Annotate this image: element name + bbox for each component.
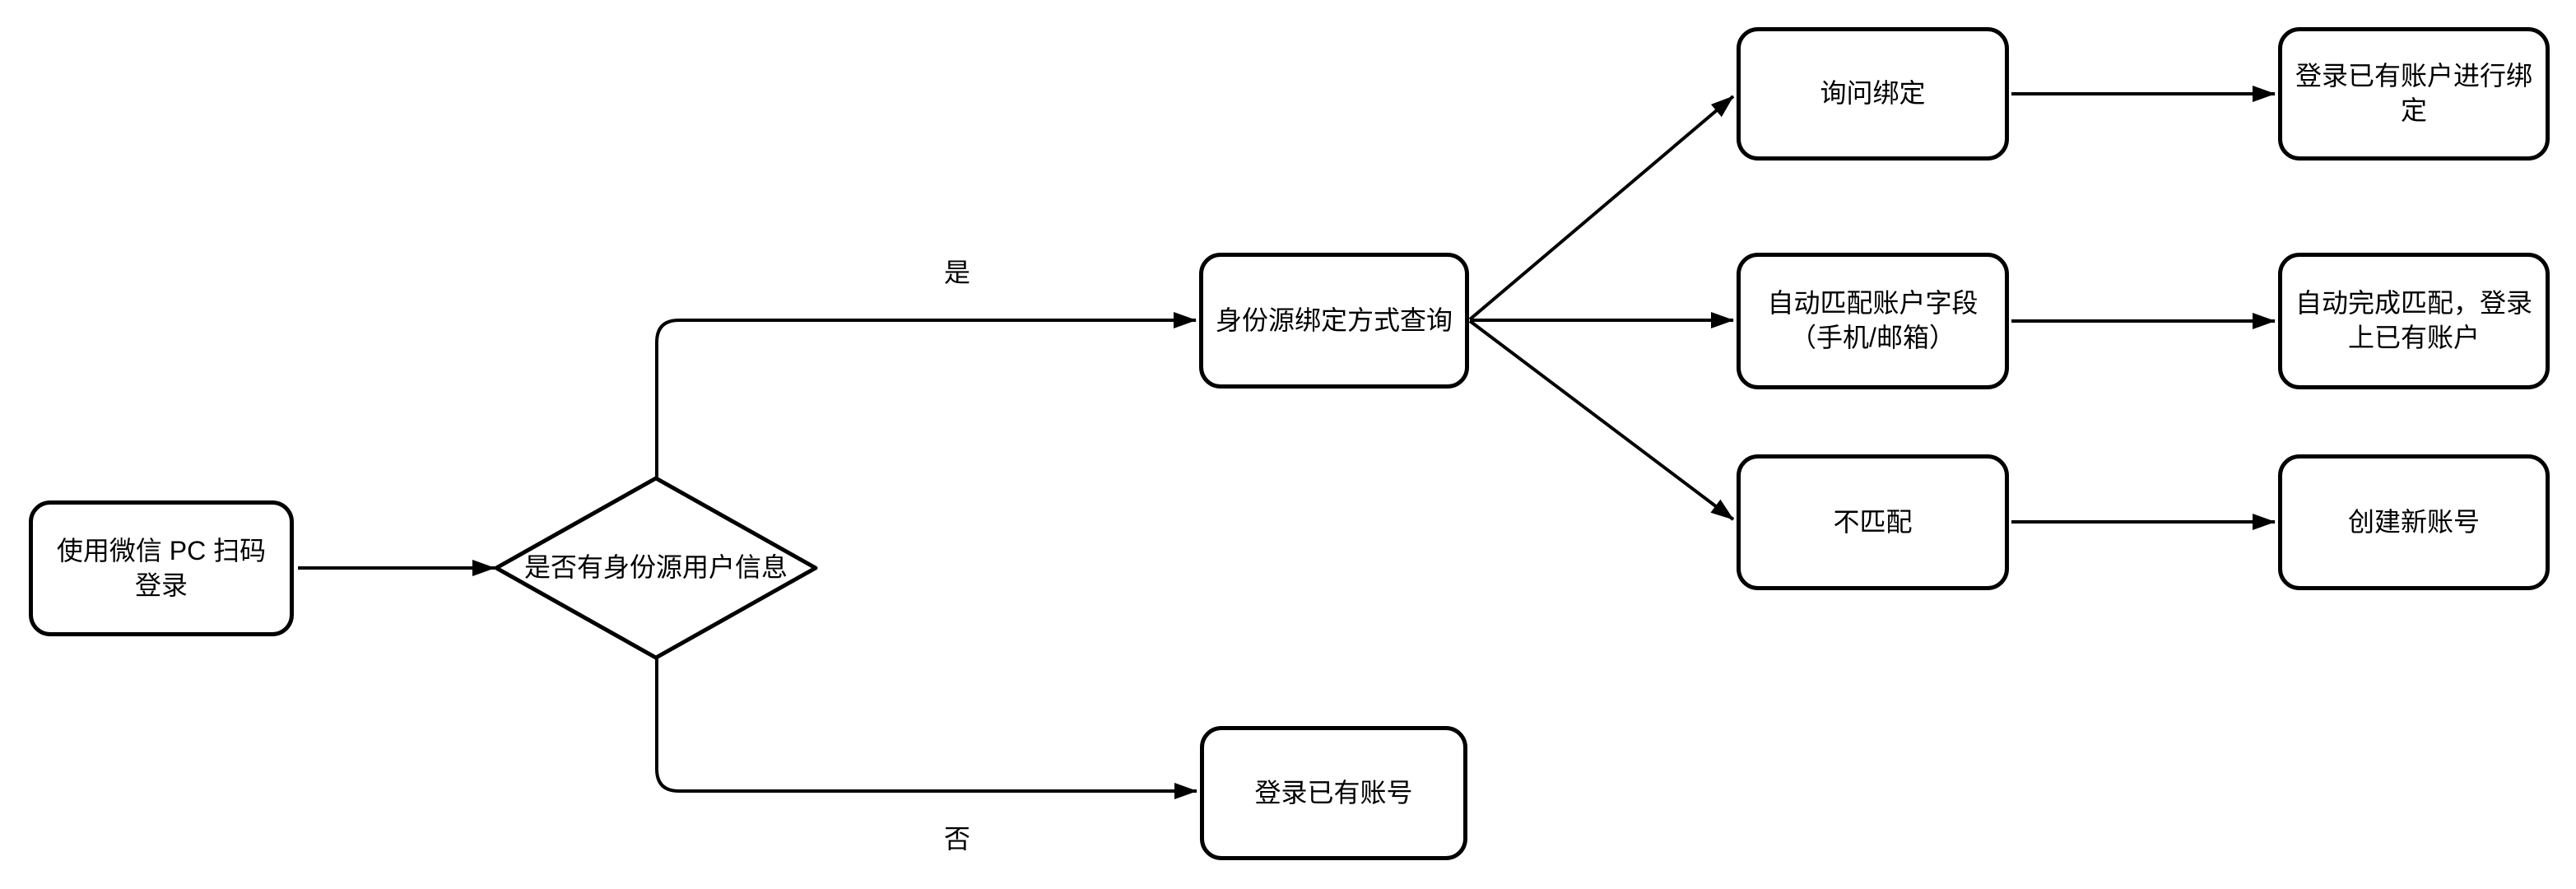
node-auto-match-fields: 自动匹配账户字段（手机/邮箱） [1737, 253, 2009, 389]
node-label: 询问绑定 [1820, 78, 1926, 109]
node-label: 登录已有账号 [1254, 777, 1413, 808]
edge-label-yes: 是 [943, 258, 970, 287]
node-login-existing-to-bind: 登录已有账户进行绑定 [2278, 27, 2550, 161]
node-label: 使用微信 PC 扫码登录 [56, 535, 267, 600]
node-label: 创建新账号 [2347, 506, 2480, 537]
edge-label-no: 否 [943, 824, 970, 854]
node-has-identity-info: 是否有身份源用户信息 [496, 478, 816, 658]
node-no-match: 不匹配 [1737, 454, 2009, 590]
node-label: 登录已有账户进行绑定 [2295, 61, 2532, 125]
connector-no-to-login-existing [655, 658, 1197, 799]
node-label: 自动完成匹配，登录上已有账户 [2295, 288, 2532, 352]
connector-query-to-ask-binding [1468, 95, 1735, 321]
node-label: 身份源绑定方式查询 [1215, 305, 1453, 335]
node-auto-complete-match: 自动完成匹配，登录上已有账户 [2278, 253, 2550, 389]
node-binding-method-query: 身份源绑定方式查询 [1199, 253, 1469, 389]
node-label: 自动匹配账户字段（手机/邮箱） [1767, 288, 1978, 352]
node-label: 是否有身份源用户信息 [523, 552, 788, 583]
node-wechat-pc-scan-login: 使用微信 PC 扫码登录 [29, 500, 294, 636]
node-ask-binding: 询问绑定 [1737, 27, 2009, 161]
node-label: 不匹配 [1833, 506, 1913, 537]
connector-yes-to-binding-query [655, 312, 1197, 478]
node-create-new-account: 创建新账号 [2278, 454, 2550, 590]
node-login-existing-account: 登录已有账号 [1200, 726, 1467, 860]
connector-query-to-no-match [1468, 319, 1735, 521]
